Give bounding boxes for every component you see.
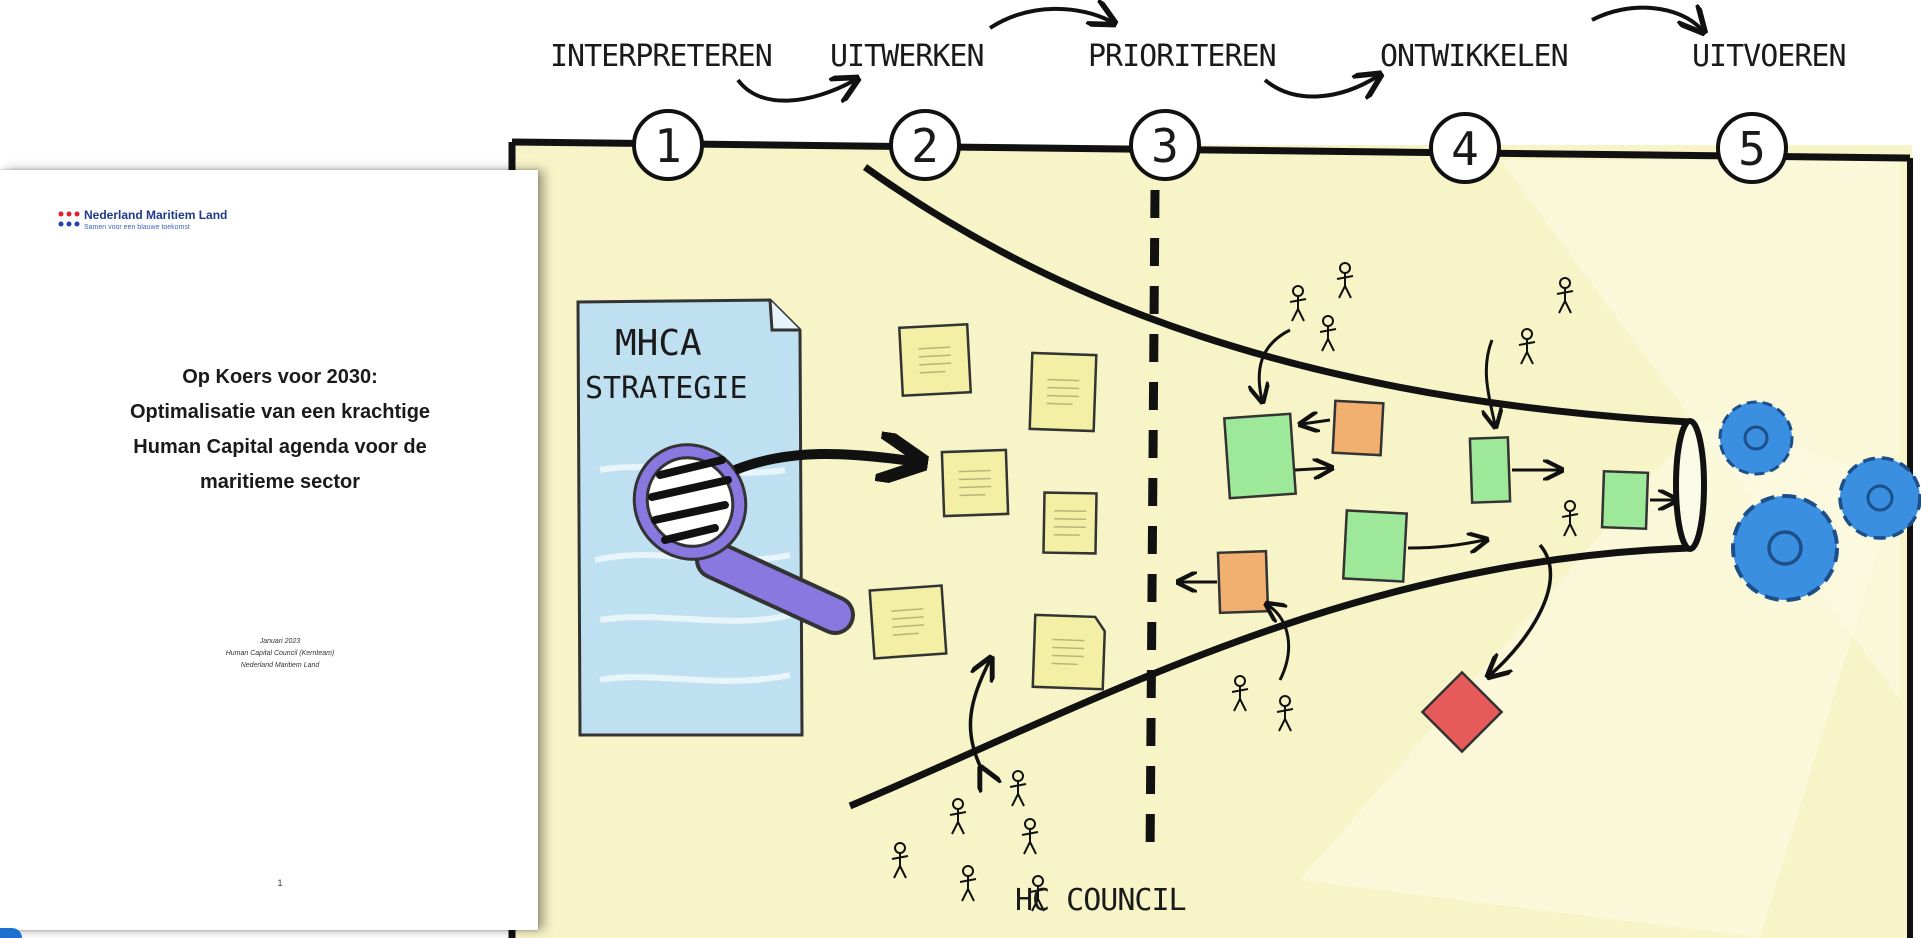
- step-2-number: 2: [911, 119, 939, 173]
- step-4-number: 4: [1451, 122, 1479, 176]
- note-yellow-5: [868, 584, 948, 660]
- corner-accent: [0, 928, 22, 938]
- arrow-green-to-right: [1407, 540, 1485, 548]
- note-orange-2: [1216, 549, 1270, 615]
- document-author: Human Capital Council (Kernteam): [225, 650, 335, 657]
- arrow-1-to-2: [736, 80, 855, 101]
- step-3-label: PRIORITEREN: [1088, 39, 1276, 74]
- note-yellow-4: [1042, 491, 1098, 555]
- step-1-label: INTERPRETEREN: [550, 39, 772, 74]
- document-title-line: Human Capital agenda voor de: [133, 436, 427, 458]
- document-meta: Januari 2023 Human Capital Council (Kern…: [140, 636, 420, 672]
- arrow-people-to-orange: [1268, 605, 1291, 681]
- note-yellow-2: [1028, 351, 1098, 433]
- note-yellow-6: [1031, 613, 1107, 691]
- step-4-label: ONTWIKKELEN: [1380, 39, 1568, 74]
- document-title-line: Optimalisatie van een krachtige: [129, 401, 431, 423]
- document-title-line: maritieme sector: [199, 471, 361, 493]
- magnifier-icon: [632, 443, 855, 635]
- step-1: 1 INTERPRETEREN: [550, 39, 773, 181]
- step-2-label: UITWERKEN: [830, 39, 984, 74]
- step-5: 5 UITVOEREN: [1692, 39, 1847, 184]
- logo-subtitle: Samen voor een blauwe toekomst: [84, 224, 190, 231]
- funnel-top-curve: [862, 164, 1691, 426]
- document-organization: Nederland Maritiem Land: [240, 662, 320, 669]
- note-green-3: [1468, 436, 1512, 504]
- document-title-line: Op Koers voor 2030:: [182, 366, 378, 388]
- priority-divider: [1145, 189, 1160, 861]
- note-yellow-1: [897, 322, 973, 398]
- note-orange-1: [1331, 399, 1385, 457]
- arrow-orange-to-green: [1302, 420, 1331, 424]
- logo-title: Nederland Maritiem Land: [84, 208, 228, 222]
- arrow-magnifier-to-notes: [733, 454, 918, 470]
- gear-icon: [1838, 456, 1921, 540]
- funnel-mouth: [1673, 418, 1707, 552]
- step-3-number: 3: [1151, 119, 1179, 173]
- note-green-2: [1341, 509, 1409, 583]
- strategy-title-line1: MHCA: [615, 323, 702, 364]
- arrow-people-to-green3: [1486, 339, 1495, 425]
- document-date: Januari 2023: [259, 638, 301, 645]
- arrow-3-to-4: [1263, 76, 1378, 97]
- step-4: 4 ONTWIKKELEN: [1380, 39, 1569, 184]
- strategy-title-line2: STRATEGIE: [585, 371, 748, 406]
- page-number: 1: [277, 878, 283, 888]
- arrow-4-to-5: [1591, 8, 1702, 30]
- step-5-number: 5: [1738, 122, 1766, 176]
- step-3: 3 PRIORITEREN: [1088, 39, 1277, 181]
- step-1-number: 1: [654, 119, 682, 173]
- gear-icon: [1718, 400, 1794, 476]
- arrow-people-to-green: [1259, 328, 1291, 400]
- document-cover-page: [0, 170, 538, 930]
- gear-icon: [1731, 494, 1839, 602]
- logo-icon: [58, 211, 80, 227]
- document-title: Op Koers voor 2030: Optimalisatie van ee…: [90, 360, 470, 500]
- note-yellow-3: [940, 448, 1010, 518]
- arrow-council-to-notes: [968, 660, 990, 770]
- note-green-1: [1222, 412, 1298, 500]
- arrow-2-to-3: [988, 9, 1112, 30]
- step-5-label: UITVOEREN: [1692, 39, 1846, 74]
- arrow-to-red: [1490, 543, 1553, 675]
- note-green-4: [1600, 469, 1650, 531]
- arrow-green-to-orange: [1294, 468, 1330, 470]
- step-2: 2 UITWERKEN: [830, 39, 985, 181]
- note-red-rejected: [1420, 670, 1504, 754]
- council-label: HC COUNCIL: [1015, 883, 1186, 918]
